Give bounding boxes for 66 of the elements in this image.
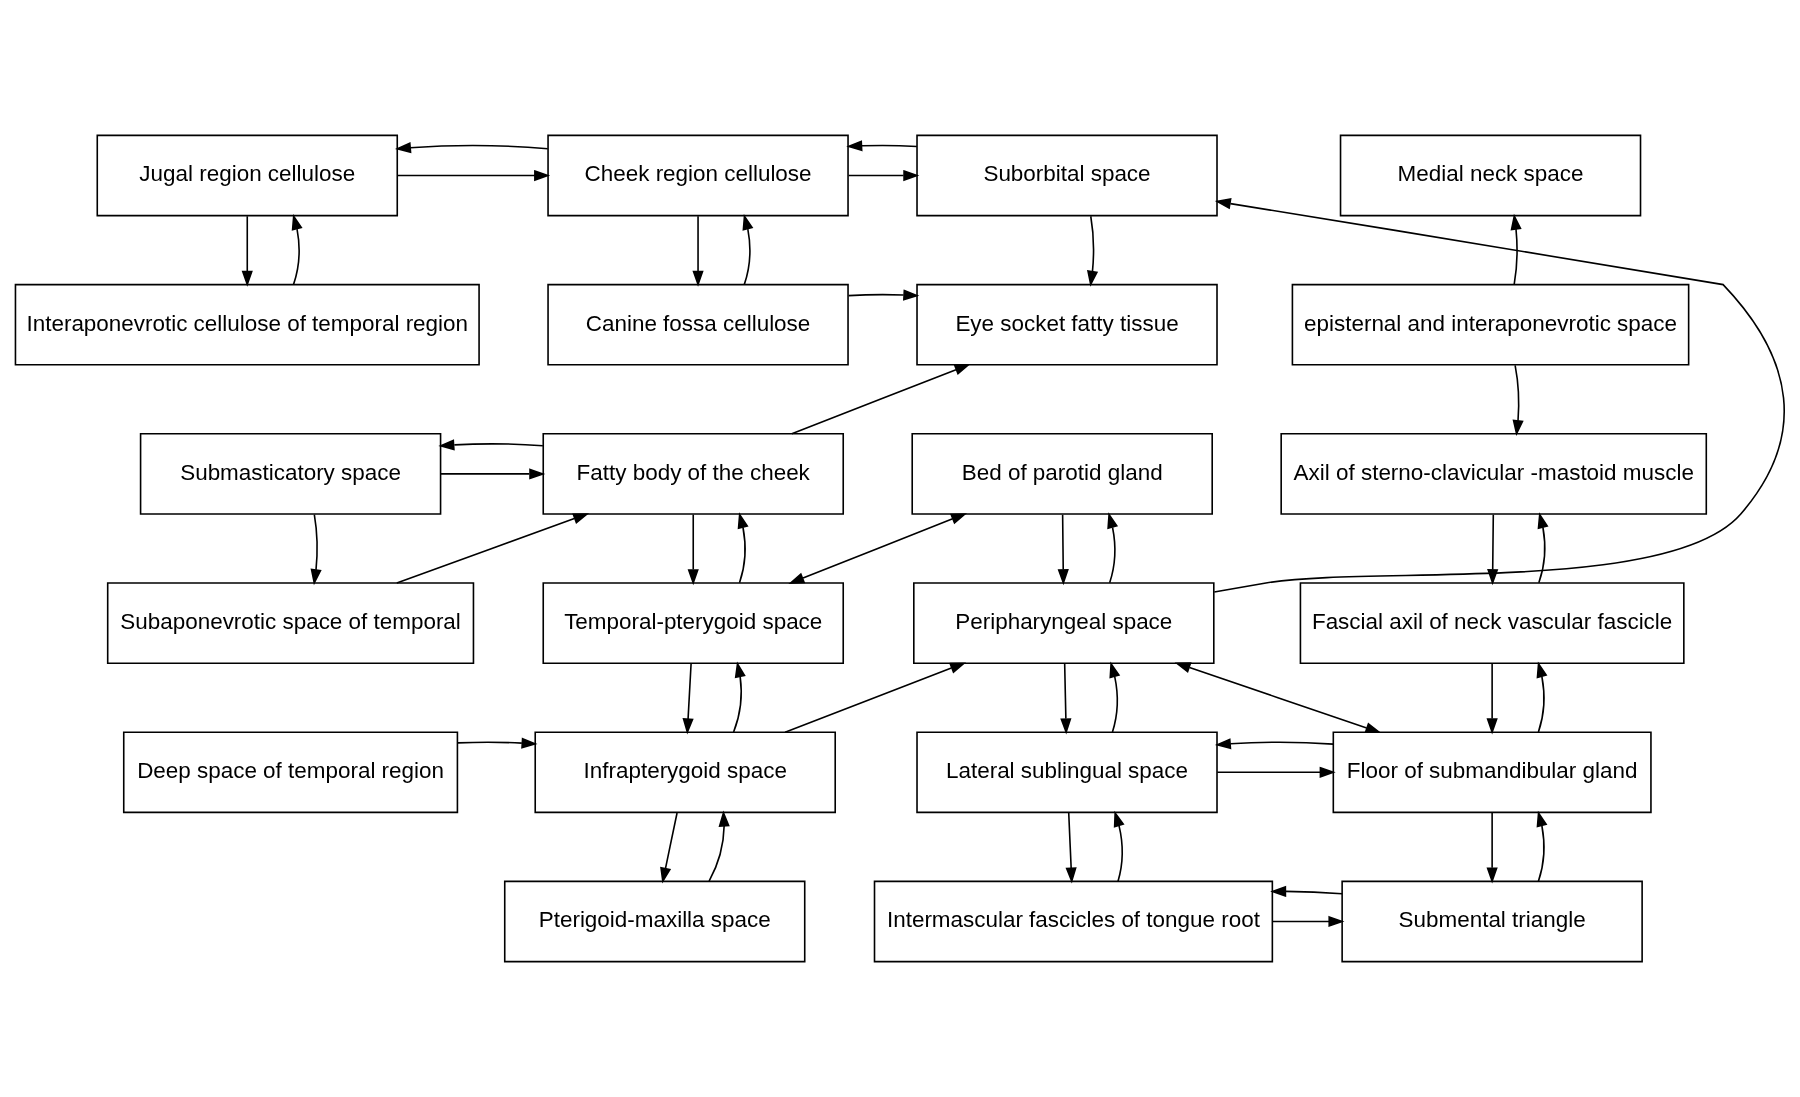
arrow bbox=[1213, 198, 1785, 593]
arrow bbox=[1486, 663, 1498, 735]
arrow bbox=[1113, 810, 1125, 882]
node-box: Medial neck space bbox=[1339, 134, 1642, 217]
arrow bbox=[784, 662, 967, 733]
node-box: Deep space of temporal region bbox=[122, 731, 459, 814]
arrow bbox=[438, 439, 544, 451]
arrow bbox=[1271, 915, 1345, 928]
arrow bbox=[439, 468, 546, 480]
node-box: Peripharyngeal space bbox=[913, 582, 1215, 664]
node-box: Cheek region cellulose bbox=[547, 134, 849, 217]
arrow bbox=[1536, 661, 1548, 733]
arrow bbox=[1510, 213, 1522, 286]
node-box: Submasticatory space bbox=[139, 433, 442, 515]
arrow bbox=[1174, 662, 1382, 734]
node-box: episternal and interaponevrotic space bbox=[1291, 283, 1690, 366]
node-box: Floor of submandibular gland bbox=[1332, 731, 1652, 814]
arrow bbox=[692, 215, 704, 287]
arrow bbox=[1216, 766, 1336, 778]
node-box: Subaponevrotic space of temporal bbox=[106, 582, 475, 664]
arrow bbox=[241, 215, 253, 287]
arrow bbox=[791, 364, 971, 435]
node-box: Submental triangle bbox=[1341, 880, 1643, 963]
node-box: Intermascular fascicles of tongue root bbox=[873, 880, 1274, 963]
node-box: Interaponevrotic cellulose of temporal region bbox=[14, 283, 480, 366]
arrow bbox=[846, 140, 918, 152]
arrow bbox=[1060, 663, 1072, 735]
node-box: Eye socket fatty tissue bbox=[916, 283, 1218, 366]
arrow bbox=[847, 289, 920, 301]
arrow bbox=[660, 812, 678, 884]
node-box: Suborbital space bbox=[916, 134, 1218, 217]
arrow bbox=[396, 513, 590, 584]
node-box: Fatty body of the cheek bbox=[542, 433, 845, 515]
arrow bbox=[457, 737, 538, 749]
arrow bbox=[396, 169, 551, 182]
arrow bbox=[1214, 738, 1335, 750]
arrow bbox=[394, 142, 549, 154]
arrow bbox=[847, 169, 920, 182]
node-box: Jugal region cellulose bbox=[96, 134, 399, 217]
arrow bbox=[1065, 812, 1077, 884]
node-box: Lateral sublingual space bbox=[916, 731, 1218, 814]
arrow bbox=[682, 663, 694, 735]
node-box: Axil of sterno-clavicular -mastoid muscle bbox=[1280, 433, 1708, 515]
node-box: Fascial axil of neck vascular fascicle bbox=[1299, 582, 1685, 664]
node-box: Canine fossa cellulose bbox=[547, 283, 849, 366]
arrow bbox=[291, 213, 303, 286]
arrow bbox=[1512, 364, 1524, 436]
arrow bbox=[1109, 661, 1121, 733]
node-box: Temporal-pterygoid space bbox=[542, 582, 845, 664]
arrow bbox=[788, 513, 968, 584]
arrow bbox=[742, 213, 754, 286]
arrow bbox=[737, 512, 749, 584]
arrow bbox=[1536, 810, 1548, 882]
arrow bbox=[1057, 513, 1069, 586]
node-box: Pterigoid-maxilla space bbox=[503, 880, 806, 963]
arrow bbox=[708, 810, 730, 882]
arrow bbox=[687, 513, 699, 586]
arrow bbox=[1086, 215, 1099, 287]
arrow bbox=[732, 661, 746, 733]
arrow bbox=[310, 513, 322, 586]
node-box: Bed of parotid gland bbox=[911, 433, 1213, 515]
arrow bbox=[1537, 512, 1549, 584]
arrow bbox=[1270, 885, 1343, 897]
arrow bbox=[1486, 812, 1498, 884]
node-box: Infrapterygoid space bbox=[534, 731, 836, 814]
arrow bbox=[1107, 512, 1119, 584]
